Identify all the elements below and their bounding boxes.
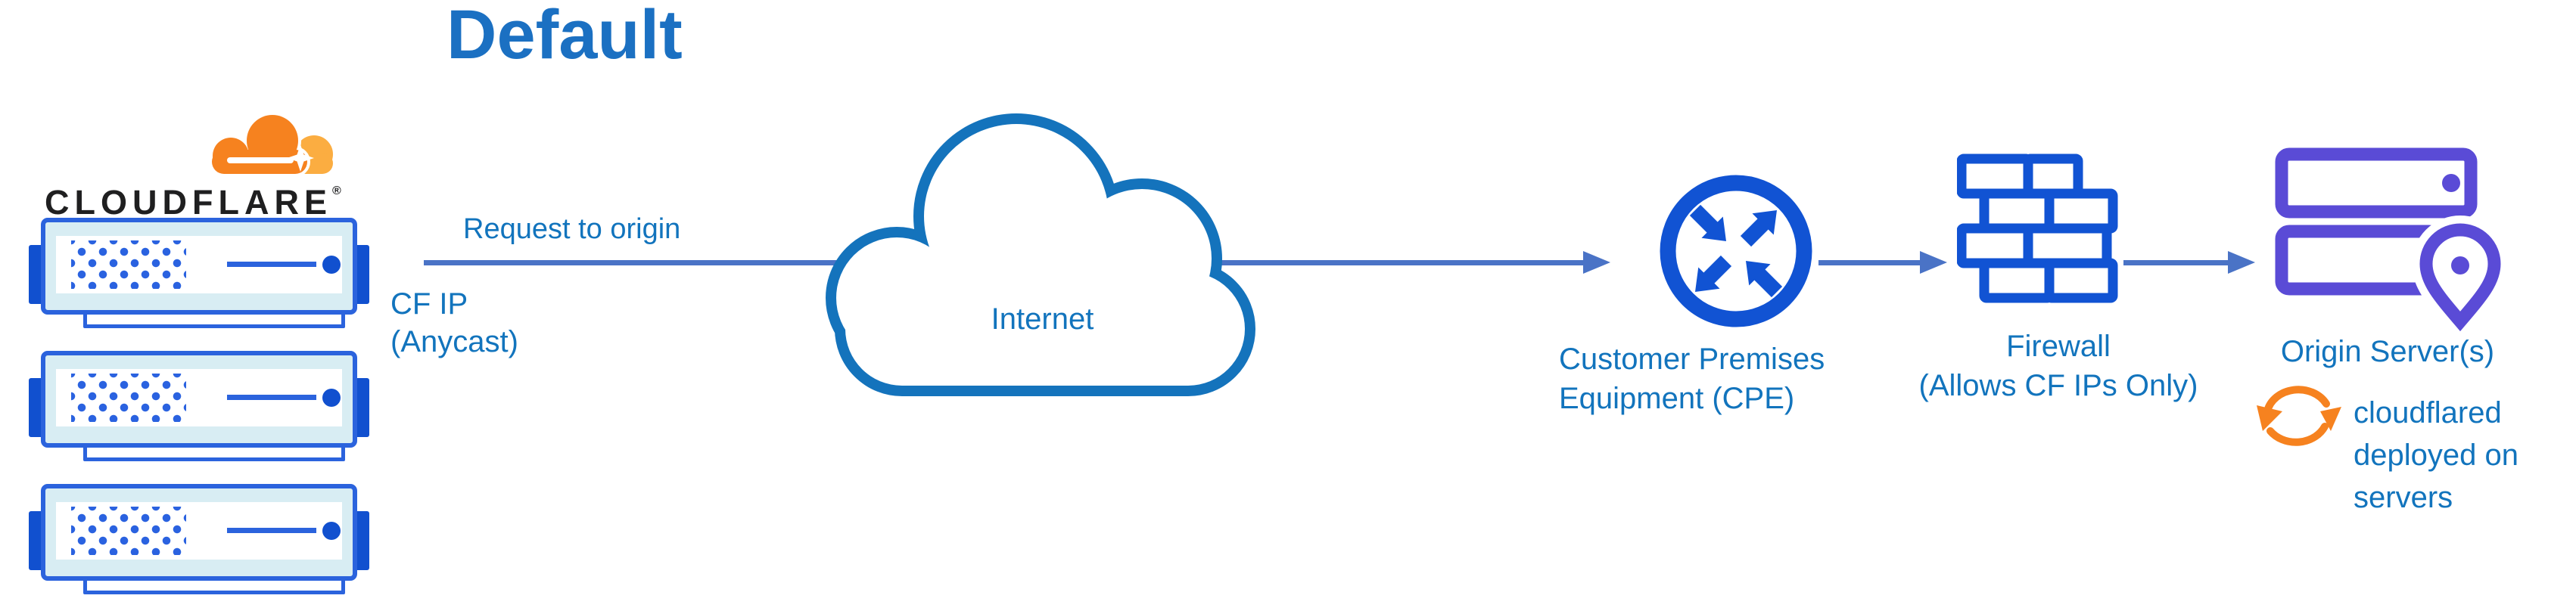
firewall-icon (1956, 153, 2119, 308)
firewall-to-origin-arrow-head (2228, 251, 2255, 274)
cpe-to-firewall-arrow-head (1920, 251, 1947, 274)
server-vent-dots (71, 374, 186, 422)
firewall-label: Firewall (Allows CF IPs Only) (1892, 327, 2225, 405)
server-led (322, 389, 341, 407)
firewall-label-line1: Firewall (2006, 330, 2111, 363)
server-body (41, 484, 357, 581)
cf-ip-line1: CF IP (390, 287, 468, 321)
firewall-label-line2: (Allows CF IPs Only) (1918, 369, 2198, 402)
cloudflare-logo: CLOUDFLARE® (34, 107, 367, 222)
cpe-label-line1: Customer Premises (1559, 343, 1825, 376)
server-led (322, 522, 341, 540)
server-panel (56, 236, 342, 293)
server-slot-line (227, 262, 316, 267)
server-slot-line (227, 528, 316, 533)
edge-server-icon (29, 218, 369, 331)
origin-servers-icon (2274, 147, 2509, 344)
registered-trademark: ® (331, 185, 341, 197)
server-panel (56, 369, 342, 426)
server-body (41, 218, 357, 315)
cpe-router-icon (1656, 171, 1816, 335)
sync-icon (2255, 383, 2347, 457)
server-panel (56, 502, 342, 560)
request-arrow-label: Request to origin (463, 213, 681, 245)
server-vent-dots (71, 507, 186, 555)
cloudflared-note: cloudflared deployed on servers (2354, 392, 2518, 519)
cloudflared-note-line2: deployed on (2354, 439, 2518, 472)
server-slot-line (227, 395, 316, 400)
cpe-label-line2: Equipment (CPE) (1559, 382, 1795, 415)
firewall-to-origin-arrow-line (2123, 260, 2228, 265)
cpe-to-firewall-arrow-line (1818, 260, 1920, 265)
page-title: Default (446, 0, 683, 73)
location-pin-icon (2419, 223, 2501, 332)
origin-servers-label: Origin Server(s) (2280, 335, 2495, 368)
cpe-label: Customer Premises Equipment (CPE) (1559, 340, 1825, 418)
request-arrow-head (1583, 251, 1610, 274)
cf-ip-line2: (Anycast) (390, 325, 518, 358)
internet-cloud-icon (821, 110, 1264, 400)
cloudflare-cloud-icon (209, 112, 333, 177)
server-vent-dots (71, 240, 186, 289)
edge-server-icon (29, 484, 369, 597)
edge-server-icon (29, 351, 369, 464)
cloudflare-wordmark: CLOUDFLARE® (45, 183, 341, 222)
cloudflared-note-line3: servers (2354, 481, 2453, 514)
internet-label: Internet (991, 302, 1094, 336)
server-body (41, 351, 357, 448)
cloudflared-note-line1: cloudflared (2354, 396, 2502, 429)
server-led (322, 256, 341, 274)
cf-ip-label: CF IP (Anycast) (390, 285, 518, 361)
cloudflare-wordmark-text: CLOUDFLARE (45, 183, 332, 222)
